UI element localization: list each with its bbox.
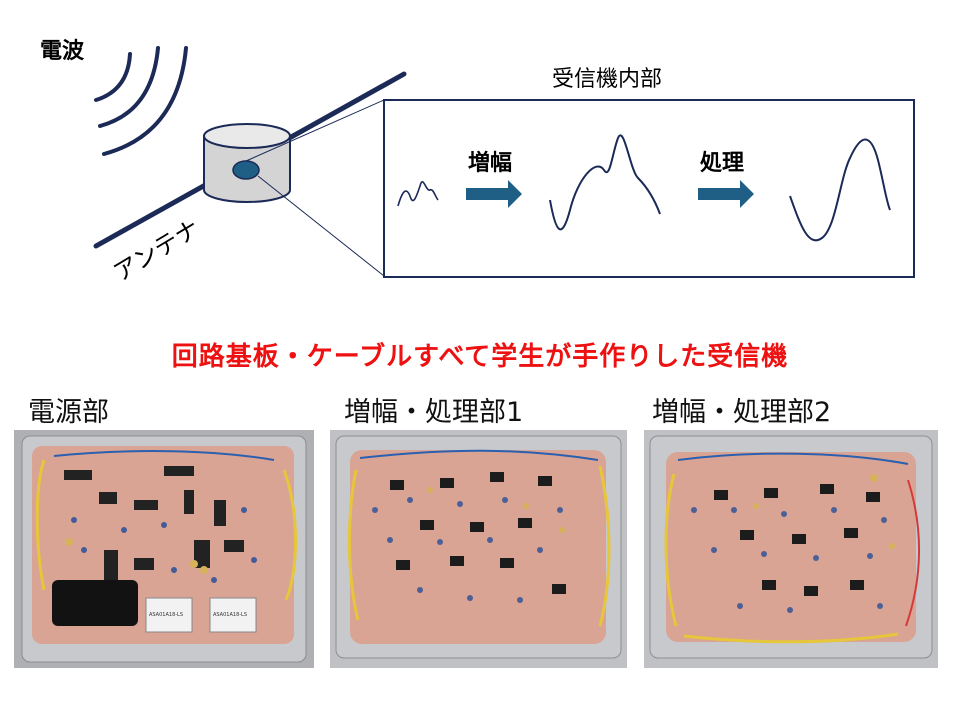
power-module-label-2: ASA01A18-LS [213,612,247,618]
process-label: 処理 [700,150,744,176]
input-signal-wave [397,181,439,207]
receiver-interior-label: 受信機内部 [552,67,662,92]
receiver-cylinder-icon [203,123,291,203]
receiver-interior-box [383,99,915,278]
amplify-arrow-icon [466,180,522,208]
amplify-label: 増幅 [468,150,512,176]
zoom-line-top [245,99,385,162]
amplified-signal-wave [549,134,661,231]
receiver-concept-diagram: 電波 アンテナ 受信機内部 増幅 処理 [40,39,915,287]
amp-board-1-photo [330,430,627,668]
photo-title-amp2: 増幅・処理部2 [652,397,832,428]
zoom-line-bottom [257,175,385,277]
power-supply-board-photo: ASA01A18-LS ASA01A18-LS [14,430,314,668]
photo-title-power: 電源部 [28,397,109,428]
process-arrow-icon [698,180,754,208]
radio-waves-icon [94,46,188,156]
antenna-label: アンテナ [109,214,205,287]
headline: 回路基板・ケーブルすべて学生が手作りした受信機 [171,342,789,372]
amp-board-2-photo [644,430,938,668]
processed-signal-wave [789,138,891,242]
radio-wave-label: 電波 [40,39,85,64]
photo-title-amp1: 増幅・処理部1 [344,397,524,428]
power-module-label-1: ASA01A18-LS [149,612,183,618]
